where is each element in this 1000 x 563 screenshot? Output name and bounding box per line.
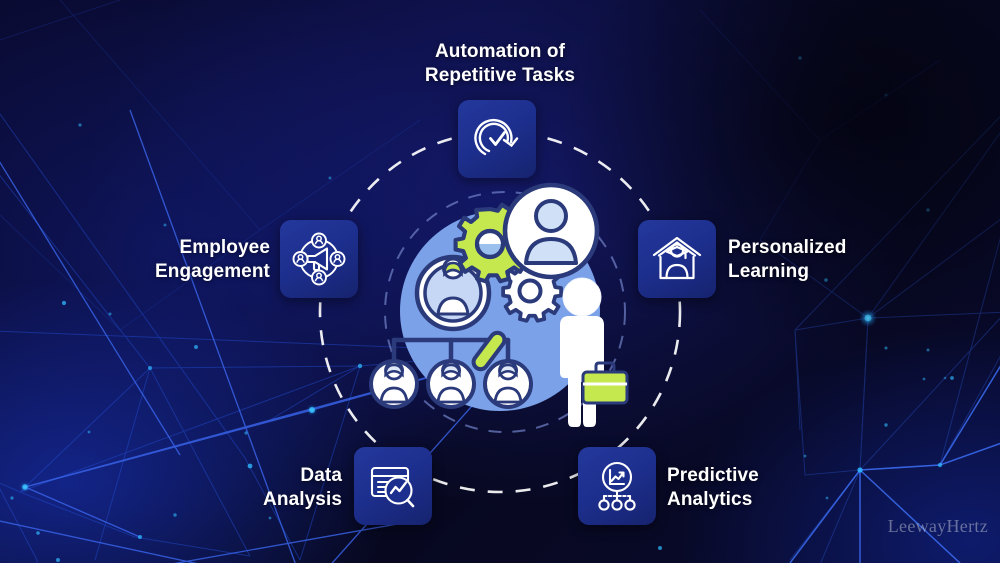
avatar-row xyxy=(369,359,533,409)
node-tile-employee-engagement[interactable] xyxy=(280,220,358,298)
inner-dashed-ring xyxy=(384,191,626,433)
forecast-chart-nodes-icon xyxy=(598,461,636,511)
node-tile-data-analysis[interactable] xyxy=(354,447,432,525)
node-label-predictive-analytics: Predictive Analytics xyxy=(667,465,759,511)
report-magnifier-icon xyxy=(370,466,415,508)
node-tile-predictive-analytics[interactable] xyxy=(578,447,656,525)
node-label-employee-engagement: Employee Engagement xyxy=(154,237,270,283)
node-label-personalized-learning: Personalized Learning xyxy=(728,237,847,283)
watermark: LeewayHertz xyxy=(887,516,988,536)
node-tile-personalized-learning[interactable] xyxy=(638,220,716,298)
node-label-data-analysis: Data Analysis xyxy=(263,465,342,511)
megaphone-network-icon xyxy=(292,232,346,286)
node-label-automation: Automation of Repetitive Tasks xyxy=(424,41,576,87)
graduate-house-icon xyxy=(652,236,702,280)
person-with-briefcase xyxy=(560,277,629,427)
node-tile-automation[interactable] xyxy=(458,100,536,178)
user-avatar-badge xyxy=(502,182,600,280)
refresh-check-icon xyxy=(474,118,519,156)
magnifier-person-badge xyxy=(414,254,507,372)
center-illustration xyxy=(369,182,629,427)
